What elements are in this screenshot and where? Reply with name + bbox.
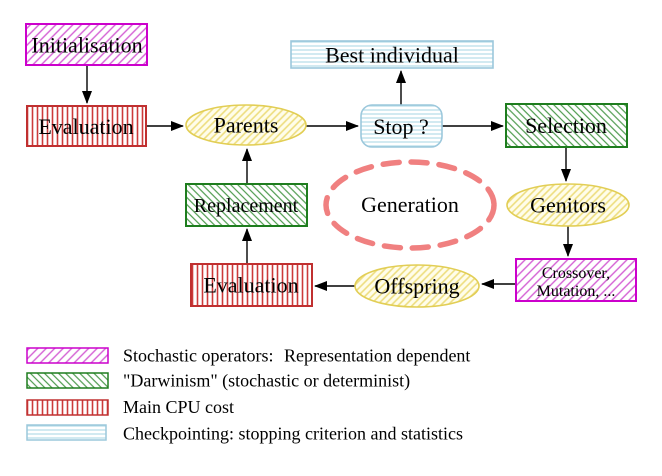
node-selection: Selection [505,103,628,148]
node-initialisation: Initialisation [25,23,148,66]
legend-label-main-cpu-cost: Main CPU cost [123,397,234,417]
diagram-arrows [82,65,573,291]
legend-swatch-stochastic-operators [26,347,109,364]
evaluation-top-label: Evaluation [38,114,133,139]
node-generation: Generation [323,159,497,251]
node-evaluation-bottom: Evaluation [190,263,313,307]
legend-label-representation-dependent: Representation dependent [284,346,470,366]
evaluation-bottom-label: Evaluation [203,273,298,298]
best-individual-label: Best individual [325,43,459,68]
crossover-label: Crossover, [542,265,610,282]
stop-label: Stop ? [373,114,429,139]
legend-label-darwinism: "Darwinism" (stochastic or determinist) [123,371,410,392]
evaluation-bottom-box [190,263,313,307]
node-replacement: Replacement [185,183,308,227]
mutation-label: Mutation, ... [537,283,616,300]
node-crossover-mutation: Crossover, Mutation, ... [515,258,637,302]
node-genitors: Genitors [506,183,630,227]
best-individual-box [290,40,494,69]
selection-box [505,103,628,148]
offspring-ellipse [354,264,480,308]
genitors-ellipse [506,183,630,227]
initialisation-label: Initialisation [31,33,142,58]
evaluation-top-box [26,105,147,147]
generation-label: Generation [361,192,459,217]
legend-label-stochastic-operators: Stochastic operators: [123,346,273,366]
legend: Stochastic operators: Representation dep… [26,346,470,444]
stop-box [360,104,443,148]
node-best-individual: Best individual [290,40,494,69]
legend-label-checkpointing: Checkpointing: stopping criterion and st… [123,424,463,444]
parents-ellipse [185,104,307,146]
legend-swatch-main-cpu-cost [26,399,109,416]
node-offspring: Offspring [354,264,480,308]
parents-label: Parents [214,113,279,138]
generation-dashed-ellipse [323,159,497,251]
node-evaluation-top: Evaluation [26,105,147,147]
crossover-mutation-box [515,258,637,302]
genitors-label: Genitors [530,193,606,218]
offspring-label: Offspring [374,274,459,299]
initialisation-box [25,23,148,66]
node-parents: Parents [185,104,307,146]
replacement-label: Replacement [194,195,299,217]
legend-swatch-darwinism [26,372,109,389]
legend-swatch-checkpointing [26,424,107,441]
selection-label: Selection [525,113,607,138]
replacement-box [185,183,308,227]
node-stop: Stop ? [360,104,443,148]
